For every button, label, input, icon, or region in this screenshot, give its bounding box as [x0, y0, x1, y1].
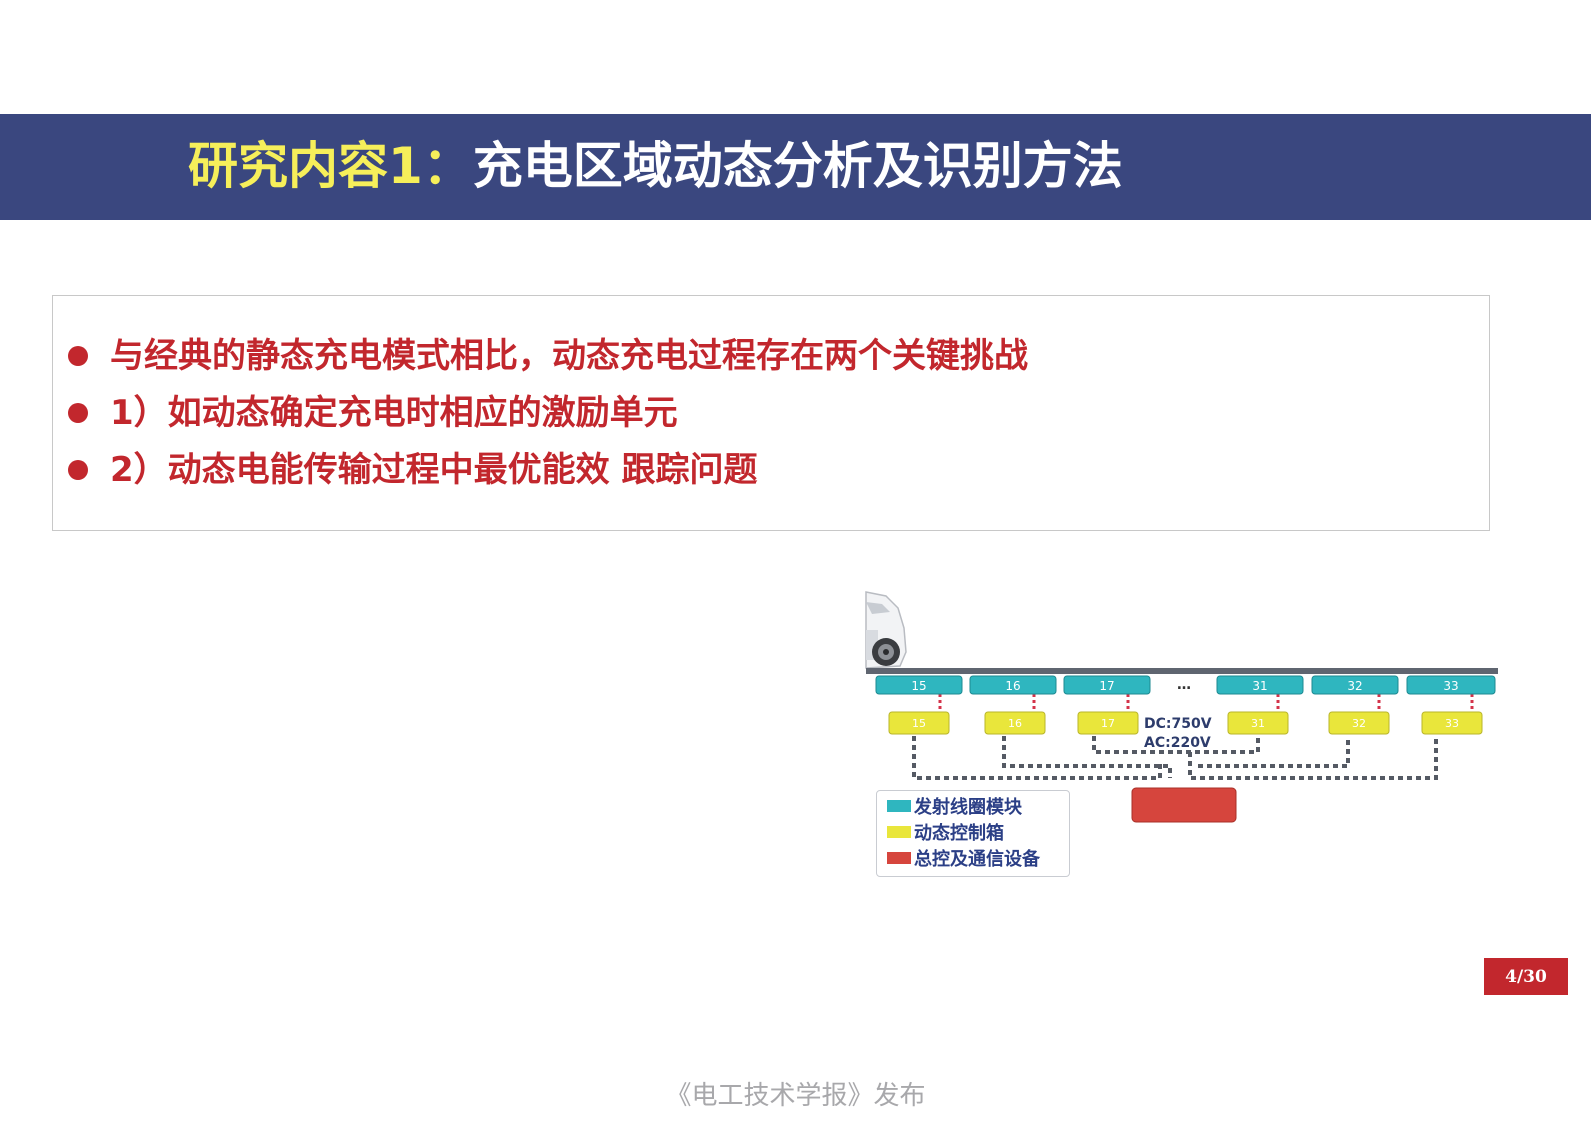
slide-title: 研究内容1：充电区域动态分析及识别方法: [188, 136, 1123, 196]
legend-swatch: [887, 826, 911, 838]
legend-label: 发射线圈模块: [914, 797, 1022, 818]
road-line: [866, 668, 1498, 674]
content-box: [52, 295, 1490, 531]
svg-text:33: 33: [1445, 717, 1459, 730]
control-box-17: 17: [1077, 711, 1139, 735]
legend-item-coil: 发射线圈模块: [887, 794, 1022, 818]
page-number: 4/30: [1484, 958, 1568, 995]
legend-label: 总控及通信设备: [914, 849, 1040, 870]
title-rest: 充电区域动态分析及识别方法: [472, 137, 1123, 195]
title-highlight: 研究内容1：: [188, 137, 473, 195]
legend-label: 动态控制箱: [914, 823, 1004, 844]
coil-module-32: 32: [1311, 675, 1399, 695]
control-box-32: 32: [1328, 711, 1390, 735]
master-control-unit: [1131, 787, 1237, 823]
coil-module-17: 17: [1063, 675, 1151, 695]
control-box-15: 15: [888, 711, 950, 735]
dc-voltage-label: DC:750V: [1144, 716, 1212, 732]
bullet-item-3: 2）动态电能传输过程中最优能效 跟踪问题: [68, 446, 758, 494]
bullet-icon: [68, 346, 88, 366]
coil-module-15: 15: [875, 675, 963, 695]
bullet-item-2: 1）如动态确定充电时相应的激励单元: [68, 389, 678, 437]
svg-text:16: 16: [1008, 717, 1022, 730]
coil-module-16: 16: [969, 675, 1057, 695]
coil-module-31: 31: [1216, 675, 1304, 695]
svg-text:33: 33: [1443, 679, 1458, 693]
coil-ellipsis: …: [1177, 677, 1191, 693]
legend-item-master: 总控及通信设备: [887, 846, 1040, 870]
svg-text:17: 17: [1099, 679, 1114, 693]
ac-voltage-label: AC:220V: [1144, 735, 1211, 751]
car-image: [865, 591, 907, 669]
title-bar: [0, 114, 1591, 220]
bullet-text: 与经典的静态充电模式相比，动态充电过程存在两个关键挑战: [110, 336, 1028, 376]
control-box-33: 33: [1421, 711, 1483, 735]
bullet-icon: [68, 460, 88, 480]
svg-text:15: 15: [911, 679, 926, 693]
svg-text:16: 16: [1005, 679, 1020, 693]
bullet-item-1: 与经典的静态充电模式相比，动态充电过程存在两个关键挑战: [68, 332, 1028, 380]
coil-module-33: 33: [1406, 675, 1496, 695]
svg-text:31: 31: [1251, 717, 1265, 730]
dashed-wiring: [912, 736, 1438, 780]
bullet-icon: [68, 403, 88, 423]
legend-swatch: [887, 800, 911, 812]
control-box-16: 16: [984, 711, 1046, 735]
bullet-text: 2）动态电能传输过程中最优能效 跟踪问题: [110, 450, 758, 490]
charging-system-diagram: 15 16 17 … 31 32 33 15 16 17 31 32: [865, 591, 1498, 823]
svg-text:31: 31: [1252, 679, 1267, 693]
legend-item-control: 动态控制箱: [887, 820, 1004, 844]
bullet-text: 1）如动态确定充电时相应的激励单元: [110, 393, 678, 433]
control-box-31: 31: [1227, 711, 1289, 735]
svg-text:15: 15: [912, 717, 926, 730]
svg-text:32: 32: [1352, 717, 1366, 730]
svg-text:32: 32: [1347, 679, 1362, 693]
module-links: [938, 694, 1474, 712]
svg-text:17: 17: [1101, 717, 1115, 730]
footer-credit: 《电工技术学报》发布: [665, 1081, 926, 1111]
diagram-legend: 发射线圈模块 动态控制箱 总控及通信设备: [876, 790, 1070, 877]
legend-swatch: [887, 852, 911, 864]
